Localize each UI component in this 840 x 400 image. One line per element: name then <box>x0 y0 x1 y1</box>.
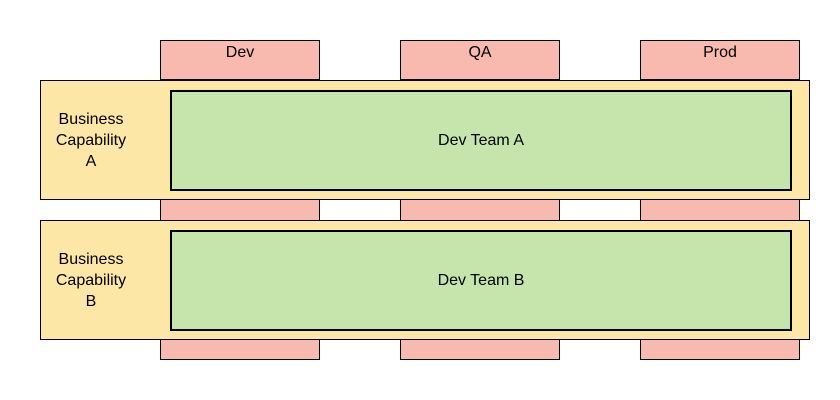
env-segment-qa-middle <box>400 199 560 221</box>
capability-row-b: Business Capability B Dev Team B <box>40 220 810 340</box>
env-label-dev: Dev <box>225 44 255 61</box>
team-label-b: Dev Team B <box>437 271 525 289</box>
env-header-prod: Prod <box>640 40 800 80</box>
env-segment-prod-middle <box>640 199 800 221</box>
team-label-a: Dev Team A <box>438 131 524 149</box>
capability-label-a: Business Capability A <box>55 110 127 170</box>
capability-label-b: Business Capability B <box>55 250 127 310</box>
team-box-b: Dev Team B <box>170 230 792 331</box>
env-segment-dev-bottom <box>160 339 320 360</box>
team-box-a: Dev Team A <box>170 90 792 191</box>
env-label-qa: QA <box>468 44 492 61</box>
env-header-qa: QA <box>400 40 560 80</box>
env-header-dev: Dev <box>160 40 320 80</box>
env-segment-qa-bottom <box>400 339 560 360</box>
env-segment-dev-middle <box>160 199 320 221</box>
env-label-prod: Prod <box>703 44 737 61</box>
env-segment-prod-bottom <box>640 339 800 360</box>
capability-row-a: Business Capability A Dev Team A <box>40 80 810 200</box>
